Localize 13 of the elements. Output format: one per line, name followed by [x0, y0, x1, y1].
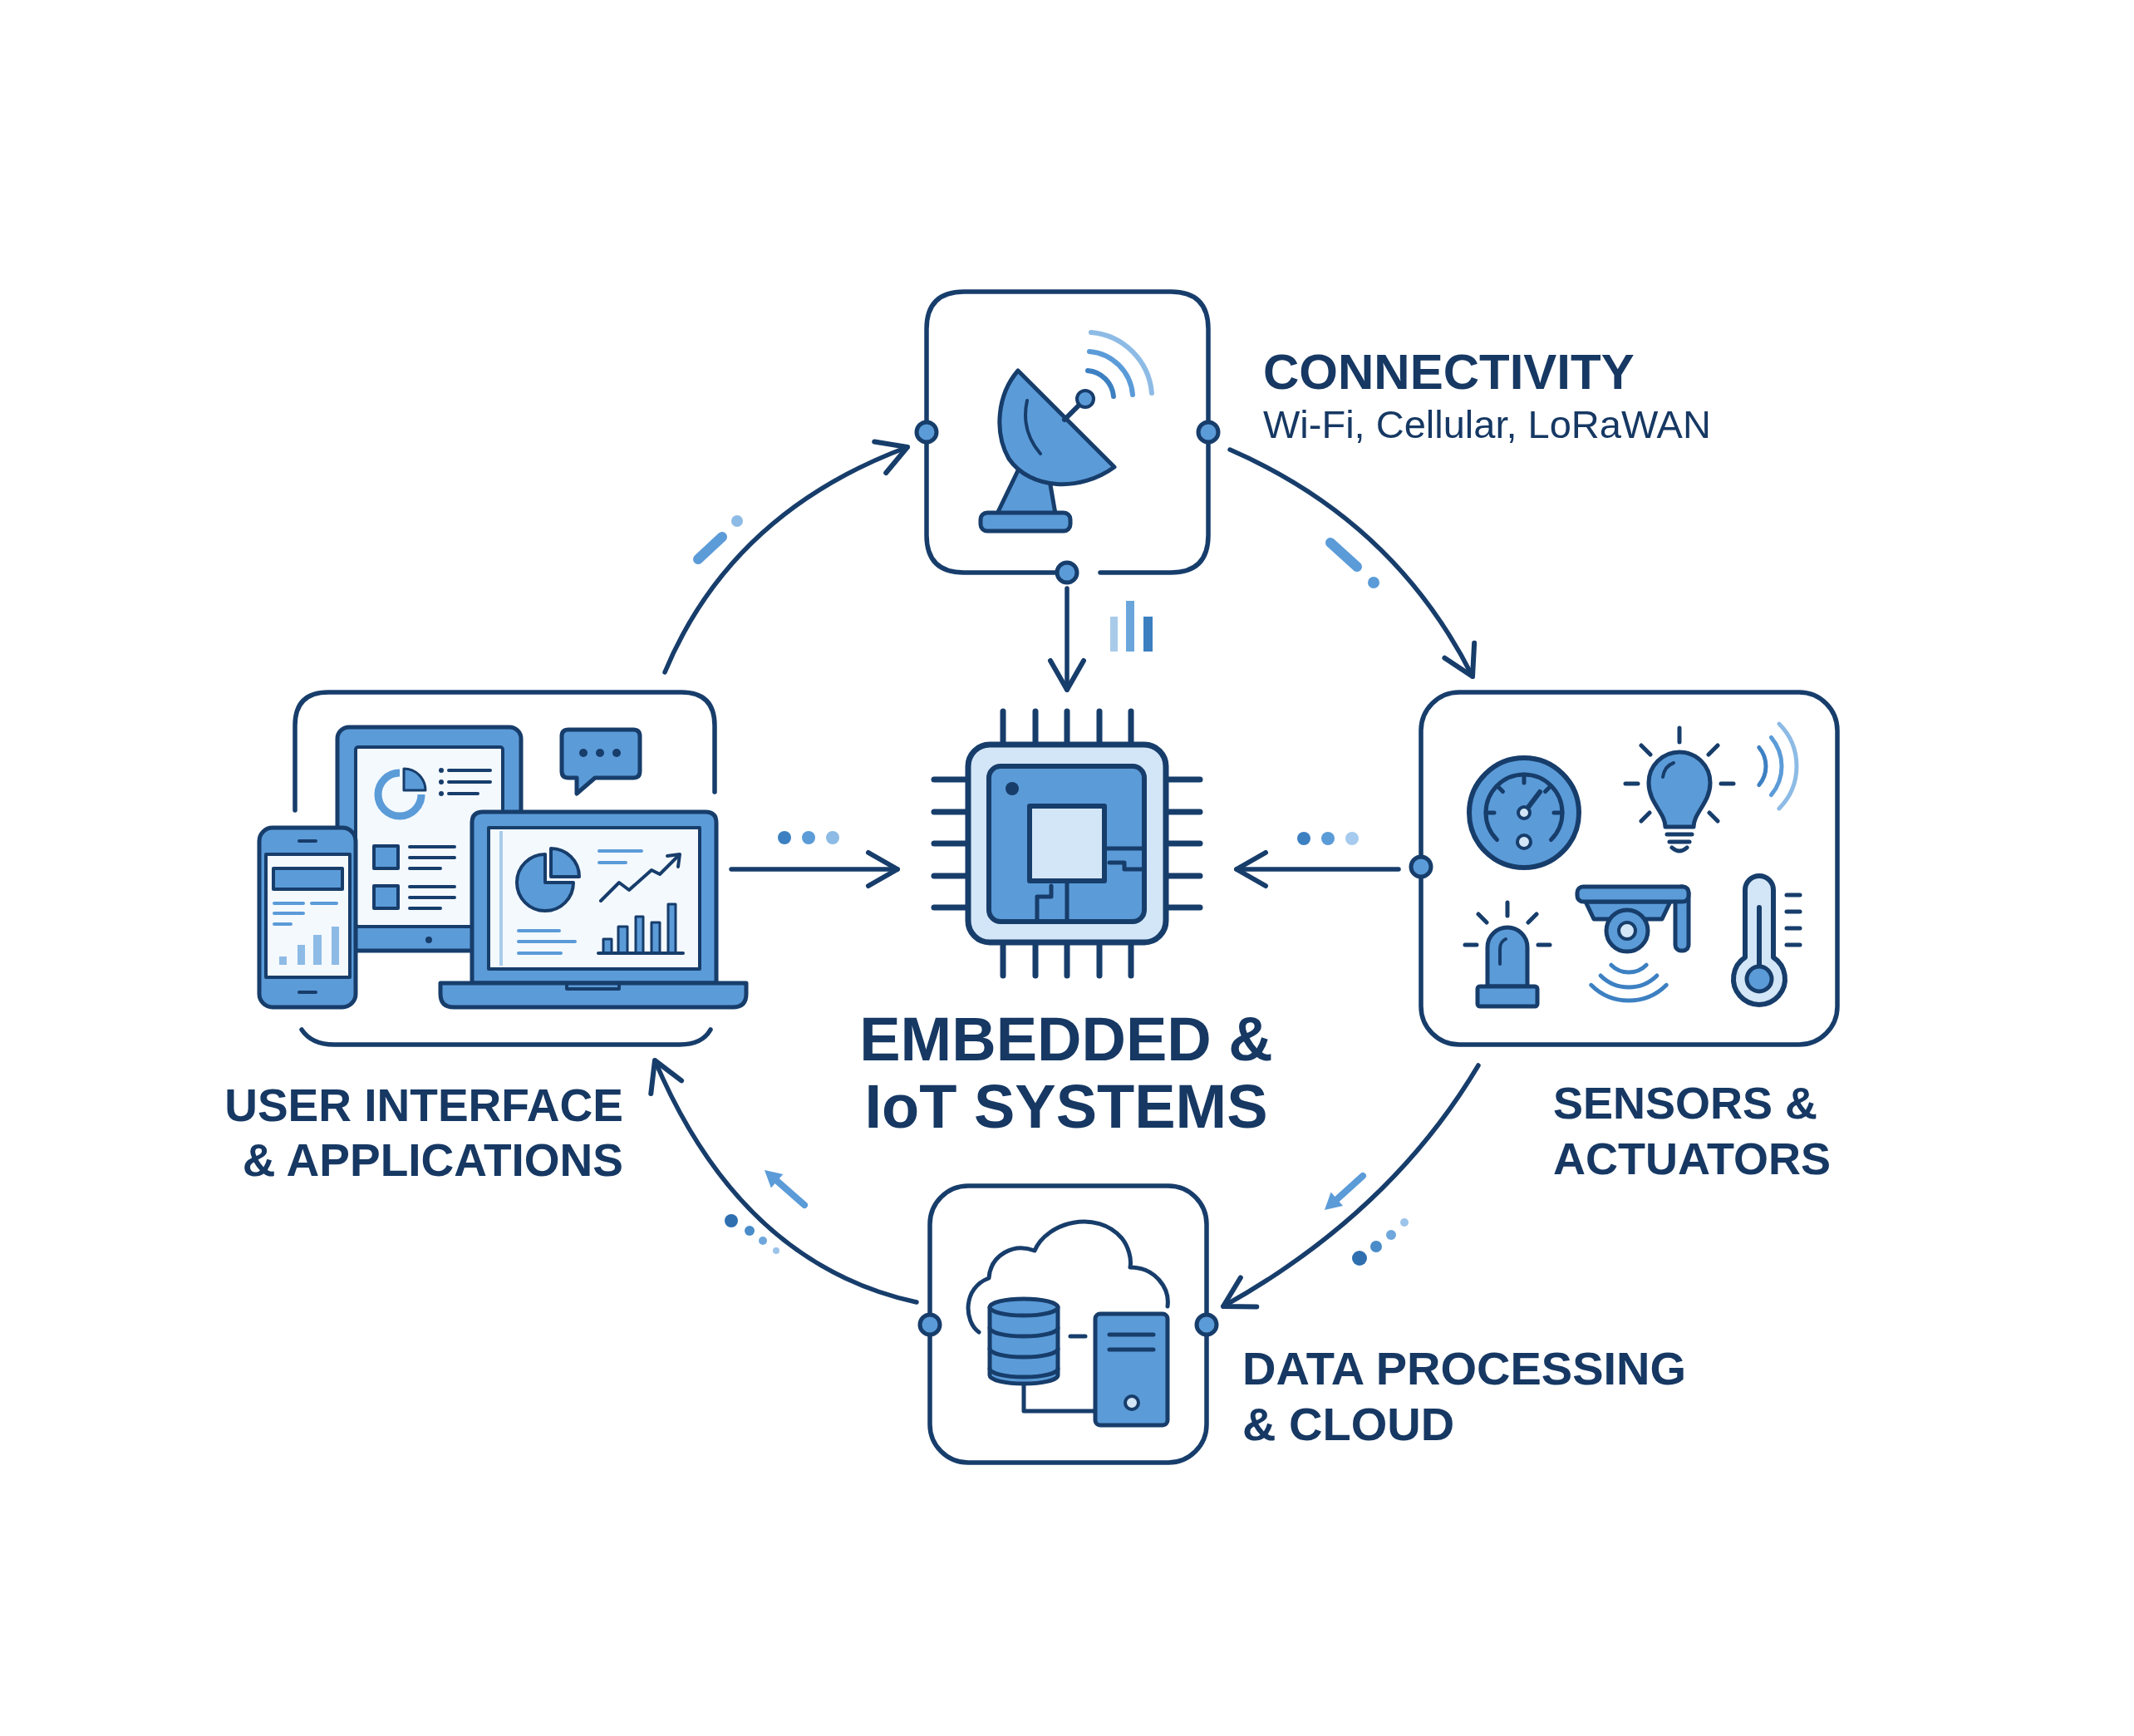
node-title: EMBEDDED & IoT SYSTEMS [858, 1006, 1274, 1140]
flow-arrow [1227, 447, 1477, 679]
flow-arrow [662, 440, 910, 675]
flow-arrow [1234, 850, 1401, 888]
flow-arrow [649, 1058, 919, 1305]
node-title: DATA PROCESSING & CLOUD [1242, 1341, 1688, 1452]
flow-arrow [1048, 586, 1086, 692]
node-subtitle: Wi-Fi, Cellular, LoRaWAN [1263, 402, 1711, 447]
node-title: SENSORS & ACTUATORS [1553, 1077, 1832, 1185]
flow-arrow [1221, 1063, 1481, 1309]
flow-arrow [729, 850, 900, 888]
node-title: USER INTERFACE & APPLICATIONS [224, 1079, 623, 1188]
node-title: CONNECTIVITY [1263, 343, 1635, 401]
